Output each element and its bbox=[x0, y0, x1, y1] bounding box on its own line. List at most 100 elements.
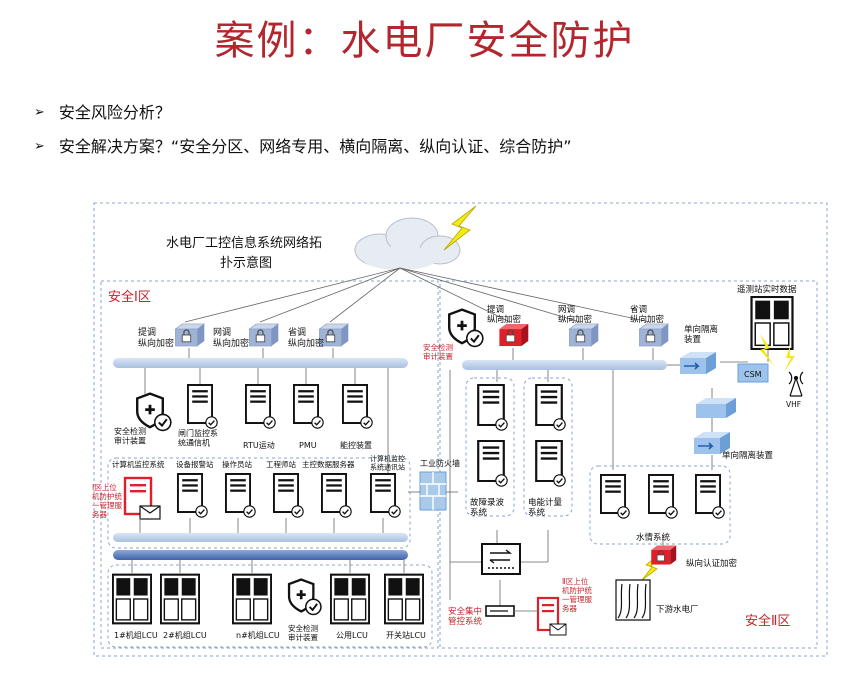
bullet-text: 安全风险分析？ bbox=[58, 103, 171, 122]
audit1-label: 安全检测审计装置 bbox=[114, 426, 146, 446]
energy-meter-label: 电能计量系统 bbox=[528, 497, 563, 518]
bullet-item-solution: ➢ 安全解决方案？“安全分区、网络专用、横向隔离、纵向认证、综合防护” bbox=[34, 130, 572, 164]
lcu-cabinet-icon bbox=[232, 573, 272, 625]
lcu-public-label: 公用LCU bbox=[336, 631, 368, 640]
central-ctrl-label: 安全集中管控系统 bbox=[448, 606, 483, 627]
srv-operator-label: 操作员站 bbox=[222, 459, 252, 469]
zone1-label: 安全Ⅰ区 bbox=[108, 289, 151, 305]
vhf-label: VHF bbox=[786, 400, 801, 409]
fault-rec-label: 故障录波系统 bbox=[470, 497, 505, 518]
energy-meter-group bbox=[523, 377, 573, 517]
lock-icon bbox=[174, 323, 205, 347]
lock-icon bbox=[248, 323, 279, 347]
check-icon bbox=[263, 416, 276, 429]
check-icon bbox=[553, 474, 566, 487]
lcu-cabinet-icon bbox=[112, 573, 152, 625]
dam-icon bbox=[615, 579, 651, 621]
iso1-label: 单向隔离装置 bbox=[684, 324, 718, 345]
lock-icon bbox=[638, 323, 669, 347]
enc4-label: 提调纵向加密 bbox=[487, 304, 522, 325]
firewall-label: 工业防火墙 bbox=[420, 458, 460, 468]
lightning-icon bbox=[443, 205, 477, 251]
srv-master-label: 主控数据服务器 bbox=[302, 459, 355, 469]
zone1-mid-bus bbox=[113, 533, 408, 542]
zone2-frame bbox=[439, 280, 818, 649]
enc5-label: 网调纵向加密 bbox=[558, 305, 593, 325]
pmu-label: PMU bbox=[299, 441, 317, 450]
router-icon bbox=[485, 605, 515, 617]
srv-equip-label: 设备报警站 bbox=[176, 459, 214, 469]
check-icon bbox=[495, 474, 508, 487]
lcu-group bbox=[107, 564, 433, 648]
check-icon bbox=[311, 416, 324, 429]
zone1-server-group bbox=[107, 457, 411, 549]
zone2-label: 安全Ⅱ区 bbox=[745, 613, 790, 629]
antenna-icon bbox=[788, 371, 804, 397]
telemetry-label: 遥测站实时数据 bbox=[737, 284, 797, 295]
csm-box bbox=[737, 363, 769, 383]
lcu-cabinet-icon bbox=[160, 573, 200, 625]
downstream-label: 下游水电厂 bbox=[656, 604, 699, 615]
network-switch-icon bbox=[481, 543, 521, 575]
diagram-caption-line1: 水电厂工控信息系统网络拓 bbox=[166, 235, 322, 251]
enc6-label: 省调纵向加密 bbox=[630, 304, 665, 325]
srv-comm-label: 计算机监控系统通讯站 bbox=[370, 454, 405, 471]
upper-mgmt2-label: Ⅱ区上位机防护统一管理服务器 bbox=[562, 576, 592, 613]
shield-icon bbox=[447, 308, 485, 348]
arrow-bullet-icon: ➢ bbox=[34, 105, 45, 120]
check-icon bbox=[388, 505, 401, 518]
check-icon bbox=[243, 505, 256, 518]
firewall-icon bbox=[419, 471, 447, 511]
lcu-cabinet-icon bbox=[750, 296, 794, 350]
isolation-device-icon bbox=[696, 398, 736, 418]
shield-icon bbox=[287, 578, 323, 616]
water-sys-group bbox=[589, 465, 731, 545]
cloud-links bbox=[184, 267, 651, 323]
audit2-label: 安全检测审计装置 bbox=[423, 342, 453, 361]
enc3-label: 省调纵向加密 bbox=[288, 326, 324, 349]
lcu-cabinet-icon bbox=[330, 573, 370, 625]
diagram-caption-line2: 扑示意图 bbox=[220, 255, 272, 271]
bullet-item-risk: ➢ 安全风险分析？ bbox=[34, 96, 572, 130]
zone1-top-links bbox=[144, 348, 389, 474]
energy-ctrl-label: 能控装置 bbox=[340, 440, 372, 450]
outer-frame bbox=[93, 202, 828, 657]
zone2-top-bus bbox=[462, 360, 667, 370]
upper-mgmt1-label: Ⅰ区上位机防护统一管理服务器 bbox=[92, 482, 122, 519]
zone1-frame bbox=[100, 280, 439, 649]
lcun-label: n#机组LCU bbox=[236, 630, 280, 640]
cloud-icon bbox=[354, 217, 461, 270]
water-sys-label: 水情系统 bbox=[636, 532, 671, 543]
check-icon bbox=[665, 506, 678, 519]
check-icon bbox=[495, 418, 508, 431]
lightning-icon bbox=[760, 334, 774, 366]
check-icon bbox=[617, 506, 630, 519]
enc2-label: 网调纵向加密 bbox=[213, 327, 249, 349]
enc1-label: 提调纵向加密 bbox=[138, 327, 174, 349]
red-mgmt-server-icon bbox=[123, 476, 161, 520]
bullet-text: 安全解决方案？“安全分区、网络专用、横向隔离、纵向认证、综合防护” bbox=[58, 137, 572, 156]
lightning-icon bbox=[784, 346, 795, 372]
bullet-list: ➢ 安全风险分析？ ➢ 安全解决方案？“安全分区、网络专用、横向隔离、纵向认证、综合… bbox=[34, 96, 572, 164]
audit3-label: 安全检测审计装置 bbox=[288, 623, 318, 642]
shield-icon bbox=[135, 392, 173, 432]
check-icon bbox=[360, 416, 373, 429]
check-icon bbox=[195, 505, 208, 518]
srv-monitor-label: 计算机监控系统 bbox=[112, 459, 165, 469]
lcu1-label: 1#机组LCU bbox=[114, 630, 158, 640]
check-icon bbox=[339, 505, 352, 518]
arrow-bullet-icon: ➢ bbox=[34, 139, 45, 154]
iso2-label: 单向隔离装置 bbox=[722, 450, 774, 461]
page-title: 案例：水电厂安全防护 bbox=[214, 18, 635, 64]
gate-monitor-label: 闸门监控系统通信机 bbox=[178, 428, 218, 448]
lock-red-icon bbox=[498, 323, 529, 347]
lcu-switch-label: 开关站LCU bbox=[386, 630, 426, 640]
check-icon bbox=[712, 506, 725, 519]
lcu-cabinet-icon bbox=[384, 573, 424, 625]
fault-rec-group bbox=[465, 377, 515, 517]
zone1-low-bus bbox=[113, 550, 408, 560]
check-icon bbox=[553, 418, 566, 431]
lock-red-icon bbox=[650, 544, 677, 566]
lcu2-label: 2#机组LCU bbox=[163, 630, 207, 640]
